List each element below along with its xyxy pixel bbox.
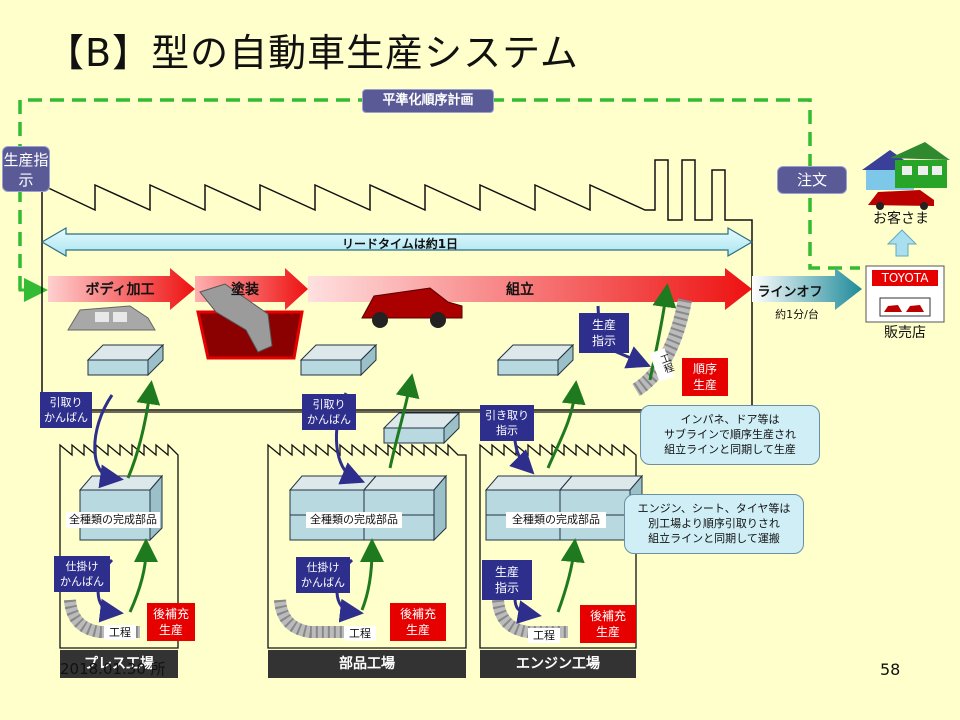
page-title: 【B】型の自動車生産システム: [46, 31, 579, 75]
parts-factory-label: 部品工場: [268, 650, 466, 678]
dealer-label: 販売店: [884, 325, 926, 341]
process-label-parts: 工程: [344, 626, 376, 641]
customer-house-image: [862, 142, 950, 210]
parts-rack-top-3: [496, 343, 575, 377]
line-off-arrow: [752, 268, 862, 310]
post-replenish-parts: 後補充 生産: [390, 603, 446, 641]
all-parts-label-press: 全種類の完成部品: [66, 512, 160, 528]
delivery-arrow: [886, 229, 918, 257]
note-other-factory: エンジン、シート、タイヤ等は 別工場より順序引取りされ 組立ラインと同期して運搬: [624, 494, 804, 554]
takt-label: 約1分/台: [775, 308, 819, 321]
production-instruction-bottom: 生産 指示: [482, 560, 532, 600]
body-car-image: [67, 305, 156, 331]
dealer-brand: TOYOTA: [881, 271, 929, 285]
process-label-engine: 工程: [528, 628, 560, 643]
parts-stack-engine-a: [484, 475, 574, 541]
all-parts-label-engine: 全種類の完成部品: [506, 512, 606, 528]
parts-factory-outline: [267, 443, 467, 649]
production-instruction-box: 生産指示: [2, 146, 50, 192]
post-replenish-engine: 後補充 生産: [580, 605, 636, 643]
production-instruction-top: 生産 指示: [579, 313, 629, 353]
conveyor-press: [64, 599, 140, 638]
flow-body-label: ボディ加工: [85, 282, 155, 298]
pull-kanban-1: 引取り かんばん: [40, 392, 92, 428]
parts-rack-top-1: [86, 343, 165, 377]
main-plant-outline: [41, 159, 753, 411]
assembled-car-image: [361, 287, 463, 319]
parts-stack-parts-b: [362, 474, 448, 542]
body-arrow: [48, 268, 195, 310]
pull-kanban-2: 引取り かんばん: [302, 394, 356, 430]
all-parts-label-parts: 全種類の完成部品: [306, 512, 402, 528]
press-factory-label: プレス工場: [60, 650, 178, 678]
lead-time-arrow: [40, 226, 754, 258]
parts-rack-top-2: [299, 343, 378, 377]
sequence-production-box: 順序 生産: [682, 358, 728, 396]
parts-rack-sub: [382, 411, 461, 445]
conveyor-parts: [274, 599, 350, 638]
engine-factory-label: エンジン工場: [480, 650, 636, 678]
wip-kanban-1: 仕掛け かんばん: [54, 556, 110, 592]
post-replenish-press: 後補充 生産: [147, 603, 195, 641]
engine-factory-outline: [479, 443, 637, 649]
page-number: 58: [880, 660, 901, 679]
note-sub-line: インパネ、ドア等は サブラインで順序生産され 組立ラインと同期して生産: [640, 405, 820, 465]
lead-time-label: リードタイムは約1日: [341, 237, 459, 251]
pull-instruction-kanban: 引き取り 指示: [480, 405, 534, 441]
planning-loop-line: [18, 98, 860, 290]
conveyor-engine: [492, 599, 568, 638]
press-factory-outline: [59, 443, 179, 649]
customer-label: お客さま: [873, 211, 929, 227]
order-box: 注文: [777, 166, 847, 194]
parts-stack-parts-a: [288, 475, 378, 541]
footer-date: 2018.01.30 所: [60, 660, 166, 678]
parts-stack-press: [78, 474, 164, 542]
plan-label: 平準化順序計画: [362, 89, 494, 113]
flow-assembly-label: 組立: [506, 282, 534, 298]
process-label-press: 工程: [104, 625, 136, 640]
wip-kanban-2: 仕掛け かんばん: [296, 557, 350, 593]
flow-paint-label: 塗装: [231, 282, 259, 298]
paint-body-image: [199, 283, 273, 353]
flow-line-off-label: ラインオフ: [757, 285, 823, 300]
